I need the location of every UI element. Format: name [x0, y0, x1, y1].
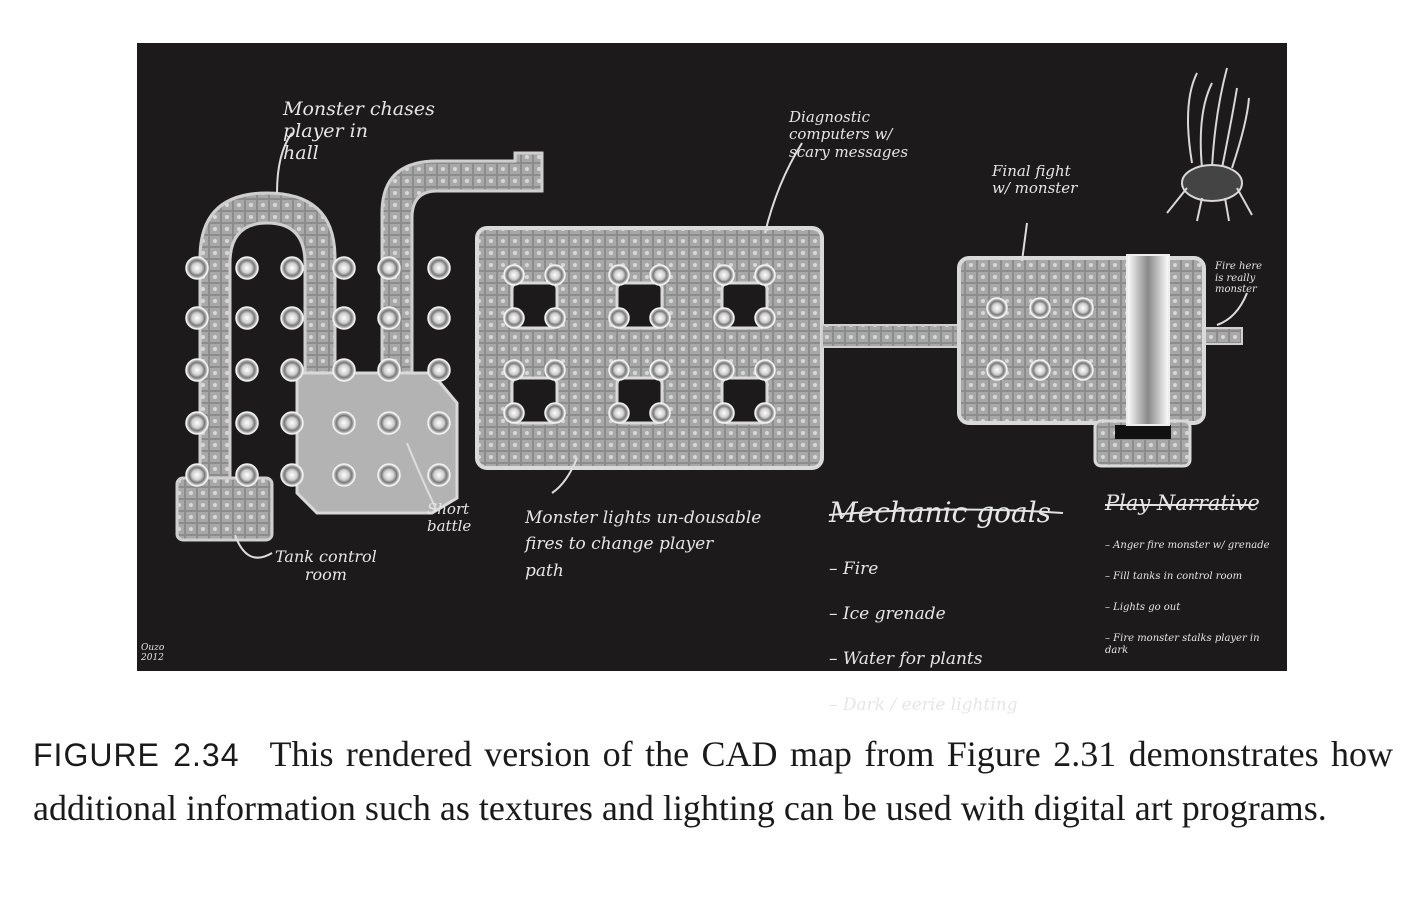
play-narrative-heading: Play Narrative [1105, 490, 1260, 515]
caption-text: This rendered version of the CAD map fro… [33, 734, 1394, 828]
figure-label: FIGURE 2.34 [33, 737, 240, 773]
light-fixtures [185, 256, 1094, 487]
annotation-leader-lines [234, 132, 1248, 559]
play-narrative-block: Play Narrative – Anger fire monster w/ g… [1105, 479, 1280, 668]
note-diagnostic: Diagnostic computers w/ scary messages [789, 108, 909, 161]
play-narrative-item: – Anger fire monster w/ grenade [1105, 540, 1270, 552]
note-monster-lights: Monster lights un-dousable fires to chan… [525, 508, 762, 581]
mechanic-goal-item: – Ice grenade [829, 604, 946, 625]
rendered-map-figure: Monster chases player in hall Diagnostic… [137, 43, 1287, 714]
note-final-fight: Final fight w/ monster [992, 162, 1078, 198]
note-short-battle: Short battle [427, 500, 472, 536]
level-map-drawing [175, 67, 1255, 559]
mechanic-goals-heading: Mechanic goals [829, 495, 1052, 529]
play-narrative-item: – Fire monster stalks player in dark [1105, 633, 1260, 656]
fire-monster-sketch [1166, 67, 1253, 222]
mechanic-goal-item: – Dark / eerie lighting [829, 694, 1018, 715]
mechanic-goal-item: – Water for plants [829, 649, 983, 670]
mechanic-goals-block: Mechanic goals – Fire – Ice grenade – Wa… [829, 477, 1051, 735]
fire-pillar [1126, 254, 1170, 426]
play-narrative-item: – Lights go out [1105, 602, 1181, 614]
signature: Ouzo 2012 [141, 643, 165, 664]
play-narrative-item: – Fill tanks in control room [1105, 571, 1243, 583]
note-monster-chases: Monster chases player in hall [283, 98, 435, 164]
corridor [821, 324, 963, 348]
note-tank-control: Tank control room [275, 547, 377, 585]
diagnostic-room [475, 226, 824, 470]
short-battle-room [295, 371, 459, 515]
note-fire-here: Fire here is really monster [1215, 261, 1263, 295]
mechanic-goal-item: – Fire [829, 559, 879, 580]
